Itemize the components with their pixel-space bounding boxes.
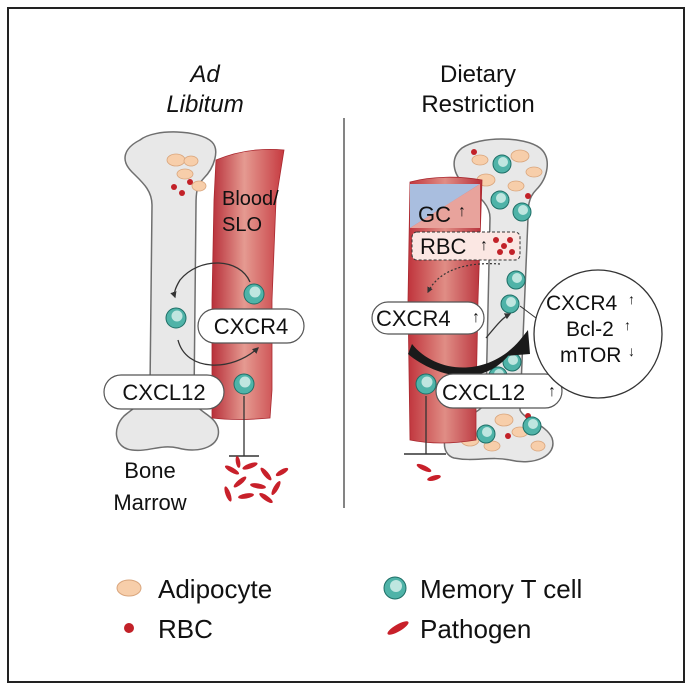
blood-label-line1: Blood/ xyxy=(222,188,279,210)
right-cxcr4-pill xyxy=(371,301,485,335)
legend-rbc-label: RBC xyxy=(158,614,213,644)
callout-line-3-change: ↓ xyxy=(628,343,635,359)
left-title-line2: Libitum xyxy=(166,91,243,118)
gc-change: ↑ xyxy=(458,203,466,220)
left-arrow-to-blood xyxy=(177,339,259,366)
right-title-line1: Dietary xyxy=(440,61,516,88)
gc-label: GC xyxy=(418,202,451,227)
callout-line-2-change: ↑ xyxy=(624,317,631,333)
left-title-line1: Ad xyxy=(188,61,220,88)
legend-adipocyte-label: Adipocyte xyxy=(158,574,272,604)
right-pathogen-cluster xyxy=(416,463,441,482)
right-title-line2: Restriction xyxy=(421,91,534,118)
legend-pathogen-icon xyxy=(387,621,409,635)
legend-memory-t-cell-icon xyxy=(383,576,407,600)
rbc-box-cells xyxy=(493,237,515,255)
blood-label-line2: SLO xyxy=(222,214,262,236)
callout-line-2: Bcl-2 xyxy=(566,318,614,341)
callout-line-1-change: ↑ xyxy=(628,291,635,307)
dotted-migration-arrow xyxy=(427,263,501,294)
rbc-label: RBC xyxy=(420,234,467,259)
left-arrow-to-marrow xyxy=(170,262,251,299)
legend-memory-t-cell-label: Memory T cell xyxy=(420,574,582,604)
gc-pink-region xyxy=(410,184,480,228)
left-pathogen-cluster xyxy=(224,456,289,504)
legend: Adipocyte RBC Memory T cell Pathogen xyxy=(116,574,582,644)
bone-label-line1: Bone xyxy=(124,458,175,483)
callout-line-3: mTOR xyxy=(560,344,621,367)
callout-line-1: CXCR4 xyxy=(546,292,618,315)
small-arrow-to-bone xyxy=(485,313,512,339)
legend-adipocyte-icon xyxy=(116,579,142,597)
right-cxcr4-label: CXCR4 xyxy=(376,306,451,331)
memory-t-cell xyxy=(165,307,187,329)
memory-t-cell xyxy=(233,373,255,395)
bone-label-line2: Marrow xyxy=(113,490,186,515)
legend-pathogen-label: Pathogen xyxy=(420,614,531,644)
right-cxcr4-change: ↑ xyxy=(472,309,480,326)
rbc-box xyxy=(411,231,521,261)
left-blood-vessel xyxy=(211,148,285,420)
memory-t-cell xyxy=(415,373,437,395)
callout-pointer xyxy=(519,305,537,319)
right-cxcl12-label: CXCL12 xyxy=(442,380,525,405)
right-cxcl12-pill xyxy=(435,373,563,409)
left-cxcr4-pill xyxy=(197,308,305,344)
right-cxcl12-change: ↑ xyxy=(548,383,556,400)
left-adipocyte-cluster xyxy=(166,153,207,196)
rbc-change: ↑ xyxy=(480,237,488,254)
memory-t-cell xyxy=(243,283,265,305)
thick-homing-arrow xyxy=(408,330,530,376)
left-cxcl12-label: CXCL12 xyxy=(122,380,205,405)
left-cxcr4-label: CXCR4 xyxy=(214,314,289,339)
legend-rbc-icon xyxy=(124,623,134,633)
callout-circle xyxy=(533,269,663,399)
left-cxcl12-pill xyxy=(103,374,225,410)
left-bone xyxy=(115,131,220,452)
